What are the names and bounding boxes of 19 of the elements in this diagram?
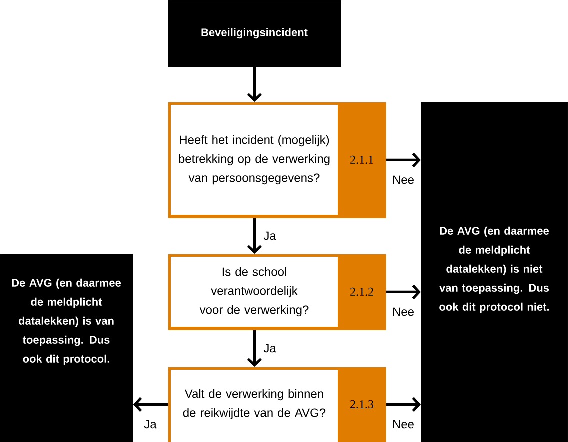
step-number: 2.1.2 bbox=[350, 288, 374, 296]
edge-label: Nee bbox=[392, 306, 416, 318]
arrow bbox=[247, 218, 262, 254]
edge-label: Nee bbox=[392, 174, 416, 186]
step-number: 2.1.1 bbox=[350, 156, 374, 164]
arrow bbox=[386, 284, 421, 300]
edge-label: Ja bbox=[262, 230, 278, 242]
arrow bbox=[386, 397, 421, 412]
terminal-box: De AVG (en daarmee de meldplicht datalekken) is niet van toepassing. Dus ook dit protocol niet. bbox=[421, 102, 568, 442]
arrow bbox=[247, 67, 262, 102]
edge-label: Nee bbox=[392, 419, 416, 430]
terminal-box: De AVG (en daarmee de meldplicht datalekken) is van toepassing. Dus ook dit protocol. bbox=[0, 254, 134, 442]
edge-label: Ja bbox=[143, 419, 158, 430]
step-number: 2.1.3 bbox=[350, 400, 374, 409]
arrow bbox=[386, 152, 421, 168]
arrow bbox=[247, 330, 262, 367]
terminal-box: Beveiligingsincident bbox=[168, 0, 342, 68]
edge-label: Ja bbox=[262, 343, 278, 354]
arrow bbox=[133, 397, 168, 412]
